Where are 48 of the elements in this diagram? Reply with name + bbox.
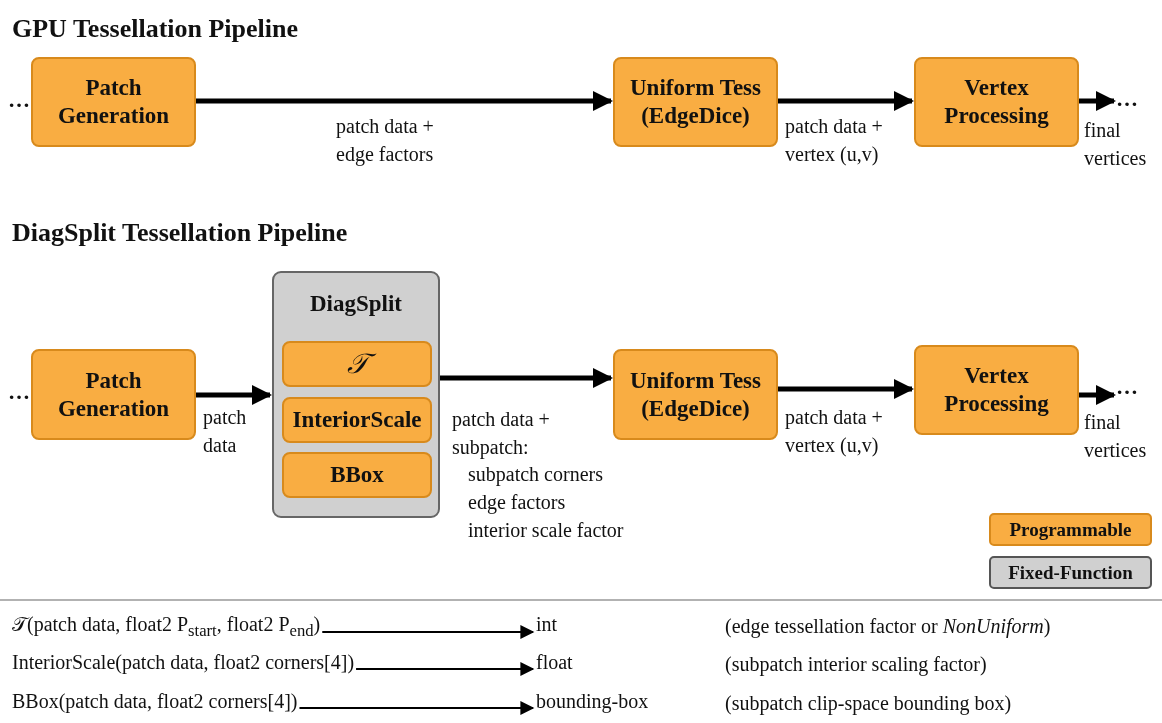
section-heading: GPU Tessellation Pipeline <box>12 14 299 44</box>
edge-label: patch data + edge factors <box>336 114 435 168</box>
arrow <box>196 91 613 111</box>
arrow <box>778 91 914 111</box>
signature-text: BBox(patch data, float2 corners[4]) <box>12 689 298 713</box>
process-box: Patch Generation <box>31 57 196 147</box>
arrow <box>778 379 914 399</box>
label-text: subpatch corners <box>468 462 603 488</box>
arrow <box>1079 385 1116 405</box>
process-box: Patch Generation <box>31 349 196 440</box>
process-box: Uniform Tess (EdgeDice) <box>613 349 778 440</box>
signature-text: InteriorScale(patch data, float2 corners[4]) <box>12 650 355 674</box>
stage-title: DiagSplit <box>309 291 403 317</box>
arrow <box>321 625 535 639</box>
signature-text: 𝒯(patch data, float2 P$_{start}$, float2 P$_{end}$) <box>12 612 321 641</box>
arrow <box>196 385 272 405</box>
ellipsis-text: … <box>1116 374 1150 402</box>
signature-text: float <box>536 650 573 674</box>
label-text: edge factors <box>468 490 566 516</box>
arrow <box>440 368 613 388</box>
description-text: (subpatch clip-space bounding box) <box>725 691 1012 715</box>
process-box: 𝒯 <box>282 341 432 387</box>
ellipsis-text: … <box>8 379 30 405</box>
ellipsis-text: … <box>1116 86 1150 114</box>
process-box: InteriorScale <box>282 397 432 443</box>
edge-label: final vertices <box>1084 118 1148 171</box>
arrow <box>1079 91 1116 111</box>
section-heading: DiagSplit Tessellation Pipeline <box>12 218 348 248</box>
arrow <box>298 701 535 715</box>
process-box: Vertex Processing <box>914 345 1079 435</box>
label-text: interior scale factor <box>468 518 624 543</box>
signature-text: int <box>536 612 558 636</box>
process-box: BBox <box>282 452 432 498</box>
edge-label: patch data <box>203 405 248 458</box>
description-text: (subpatch interior scaling factor) <box>725 652 987 676</box>
process-box: Vertex Processing <box>914 57 1079 147</box>
signature-text: bounding-box <box>536 689 649 713</box>
fixed-function-stage <box>272 271 440 518</box>
legend-swatch: Fixed-Function <box>989 556 1152 589</box>
edge-label: patch data + subpatch: <box>452 407 551 461</box>
edge-label: final vertices <box>1084 410 1148 463</box>
legend-swatch: Programmable <box>989 513 1152 546</box>
description-text: (edge tessellation factor or NonUniform) <box>725 614 1051 638</box>
process-box: Uniform Tess (EdgeDice) <box>613 57 778 147</box>
arrow <box>355 662 535 676</box>
edge-label: patch data + vertex (u,v) <box>785 114 884 168</box>
ellipsis-text: … <box>8 87 30 113</box>
edge-label: patch data + vertex (u,v) <box>785 405 884 459</box>
